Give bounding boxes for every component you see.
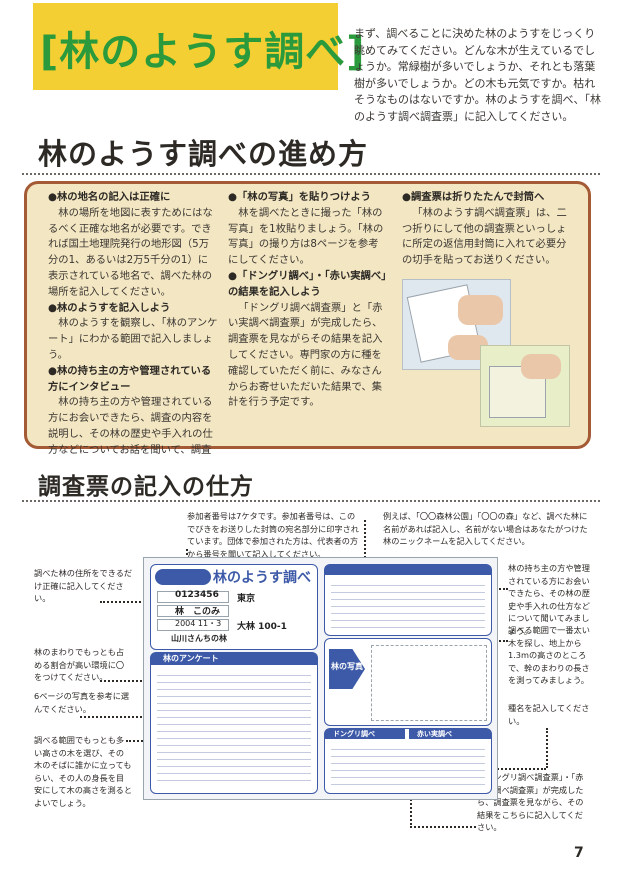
form-participant-no: 0123456 [175, 590, 219, 600]
step-body: 林の持ち主の方や管理されている方にお会いできたら、調査の内容を説明し、その林の歴… [48, 396, 213, 456]
callout-environment: 林のまわりでもっとも占める割合が高い環境に〇をつけてください。 [34, 647, 125, 683]
title-banner [33, 3, 338, 90]
leader-line [546, 728, 548, 768]
callout-tree-girth: 調べる範囲で一番太い木を探し、地上から1.3mの高さのところで、幹のまわりの長さ… [508, 625, 590, 686]
form-donguri-label: ドングリ調べ [333, 730, 375, 738]
callout-participant-no: 参加者番号は7ケタです。参加者番号は、このでびきをお送りした封筒の宛名部分に印字… [187, 511, 359, 559]
callout-address: 調べた林の住所をできるだけ正確に記入してください。 [34, 568, 133, 604]
callout-results: 「ドングリ調べ調査票」・「赤い実調べ調査票」が完成したら、調査票を見ながら、その… [477, 772, 584, 833]
section-title-howto: 調査票の記入の仕方 [38, 474, 254, 500]
page-title: [林のようす調べ] [40, 29, 366, 75]
step-body: 「林のようす調べ調査票」は、二つ折りにして他の調査票といっしょに所定の返信用封筒… [402, 206, 567, 267]
callout-tree-height: 調べる範囲でもっとも多い高さの木を選び、その木のそばに誰かに立ってもらい、その人… [34, 735, 133, 808]
step-heading: ●「ドングリ調べ」・「赤い実調べ」の結果を記入しよう [228, 269, 387, 298]
form-title: 林のようす調べ [213, 570, 311, 586]
leader-line [364, 520, 366, 570]
form-results-card: ドングリ調べ 赤い実調べ [324, 728, 492, 794]
form-photo-label: 林の写真 [331, 662, 363, 671]
step-body: 林の場所を地図に表すためにはなるべく正確な地名が必要です。できれば国土地理院発行… [48, 206, 213, 298]
step-body: 「ドングリ調べ調査票」と「赤い実調べ調査票」が完成したら、調査票を見ながらその結… [228, 301, 383, 409]
callout-forest-name: 例えば、「〇〇森林公園」「〇〇の森」など、調べた林に名前があれば記入し、名前がな… [383, 511, 588, 547]
step-heading: ●林の地名の記入は正確に [48, 191, 171, 203]
form-address: 大林 100-1 [237, 622, 287, 632]
form-date: 2004 11・3 [175, 619, 222, 628]
page-number: 7 [574, 845, 584, 861]
leader-line [80, 716, 150, 718]
form-photo-card: 林の写真 [324, 638, 492, 726]
photo-envelope [480, 345, 570, 427]
form-akaimi-label: 赤い実調べ [417, 730, 452, 738]
leader-line [100, 680, 150, 682]
leader-line [100, 601, 148, 603]
divider [22, 500, 600, 502]
form-header-card: 林のようす調べ 0123456 林 このみ 2004 11・3 山川さんちの林 … [150, 564, 318, 650]
callout-species: 種名を記入してください。 [508, 703, 590, 726]
form-survey-title: 林のアンケート [163, 654, 219, 663]
step-heading: ●調査票は折りたたんで封筒へ [402, 191, 545, 203]
step-heading: ●林のようすを記入しよう [48, 301, 171, 314]
survey-form-sample: 林のようす調べ 0123456 林 このみ 2004 11・3 山川さんちの林 … [143, 557, 498, 800]
form-region: 東京 [237, 594, 256, 604]
form-interview-card [324, 564, 492, 636]
steps-column-2: ●「林の写真」を貼りつけよう 林を調べたときに撮った「林の写真」を1枚貼りましょ… [228, 190, 388, 411]
step-heading: ●林の持ち主の方や管理されている方にインタビュー [48, 364, 212, 393]
callout-owner: 林の持ち主の方や管理されている方にお会いできたら、その林の歴史や手入れの仕方など… [508, 563, 590, 636]
leader-line [410, 826, 476, 828]
form-name: 林 このみ [175, 607, 221, 617]
section-title-steps: 林のようす調べの進め方 [38, 137, 369, 171]
steps-column-1: ●林の地名の記入は正確に 林の場所を地図に表すためにはなるべく正確な地名が必要で… [48, 190, 218, 458]
step-body: 林のようすを観察し、「林のアンケート」にわかる範囲で記入しましょう。 [48, 317, 218, 361]
form-survey-card: 林のアンケート [150, 652, 318, 794]
callout-photo-ref: 6ページの写真を参考に選んでください。 [34, 691, 130, 714]
form-place: 山川さんちの林 [171, 634, 227, 643]
intro-text: まず、調べることに決めた林のようすをじっくり眺めてみてください。どんな木が生えて… [354, 27, 601, 123]
leader-line [126, 740, 150, 742]
steps-column-3: ●調査票は折りたたんで封筒へ 「林のようす調べ調査票」は、二つ折りにして他の調査… [402, 190, 572, 269]
divider [22, 173, 600, 175]
step-body: 林を調べたときに撮った「林の写真」を1枚貼りましょう。「林の写真」の撮り方は8ペ… [228, 206, 384, 267]
step-heading: ●「林の写真」を貼りつけよう [228, 191, 371, 203]
